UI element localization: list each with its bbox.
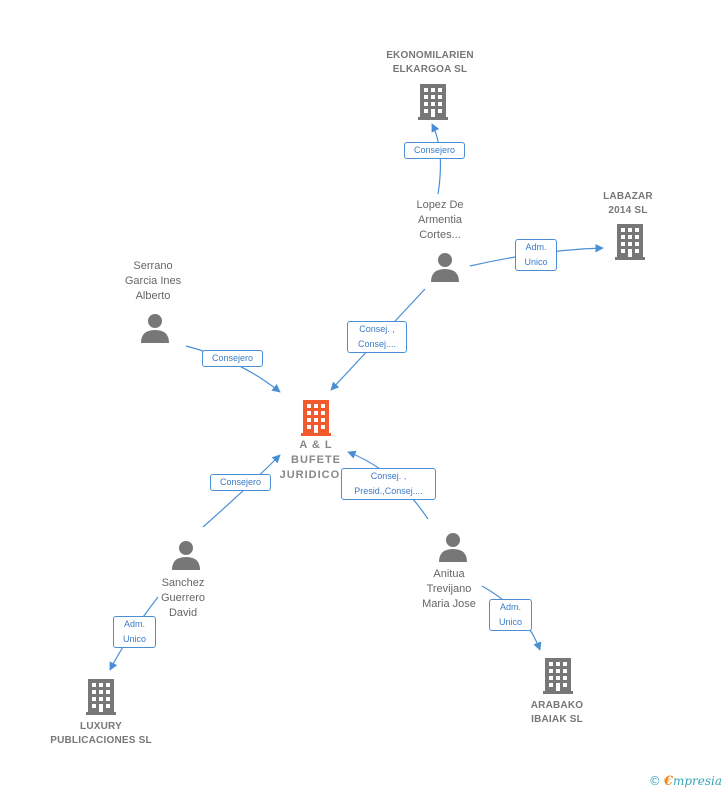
copyright-icon: ©	[648, 774, 661, 788]
node-label-labazar[interactable]: LABAZAR 2014 SL	[603, 191, 653, 216]
edge-label-serrano-main: Consejero	[202, 350, 263, 367]
edge-label-sanchez-luxury: Adm. Unico	[113, 616, 156, 648]
person-icon[interactable]	[438, 532, 468, 562]
person-icon[interactable]	[140, 313, 170, 343]
node-label-ekonomilarien[interactable]: EKONOMILARIEN ELKARGOA SL	[386, 50, 474, 75]
node-label-serrano[interactable]: Serrano Garcia Ines Alberto	[124, 260, 182, 302]
edge-label-lopez-main: Consej. , Consej....	[347, 321, 407, 353]
node-label-arabako[interactable]: ARABAKO IBAIAK SL	[530, 700, 584, 725]
building-icon-main[interactable]	[301, 400, 331, 436]
edge-label-sanchez-main: Consejero	[210, 474, 271, 491]
node-label-main[interactable]: A & L BUFETE JURIDICO...	[279, 439, 353, 481]
node-label-luxury[interactable]: LUXURY PUBLICACIONES SL	[50, 721, 152, 746]
empresia-logo[interactable]: ©€mpresia	[649, 774, 722, 789]
node-label-anitua[interactable]: Anitua Trevijano Maria Jose	[422, 568, 476, 610]
person-icon[interactable]	[171, 540, 201, 570]
edge-label-lopez-labazar: Adm. Unico	[515, 239, 557, 271]
building-icon[interactable]	[615, 224, 645, 260]
edge-label-anitua-main: Consej. , Presid.,Consej....	[341, 468, 436, 500]
building-icon[interactable]	[543, 658, 573, 694]
edge-label-anitua-arabako: Adm. Unico	[489, 599, 532, 631]
node-label-sanchez[interactable]: Sanchez Guerrero David	[160, 577, 206, 619]
building-icon[interactable]	[86, 679, 116, 715]
building-icon[interactable]	[418, 84, 448, 120]
edge-lopez-ekonomilarien	[431, 123, 442, 195]
person-icon[interactable]	[430, 252, 460, 282]
brand-text: mpresia	[672, 774, 722, 788]
node-label-lopez[interactable]: Lopez De Armentia Cortes...	[416, 199, 464, 241]
edge-label-lopez-ekonomilarien: Consejero	[404, 142, 465, 159]
brand-initial: €	[663, 774, 673, 789]
